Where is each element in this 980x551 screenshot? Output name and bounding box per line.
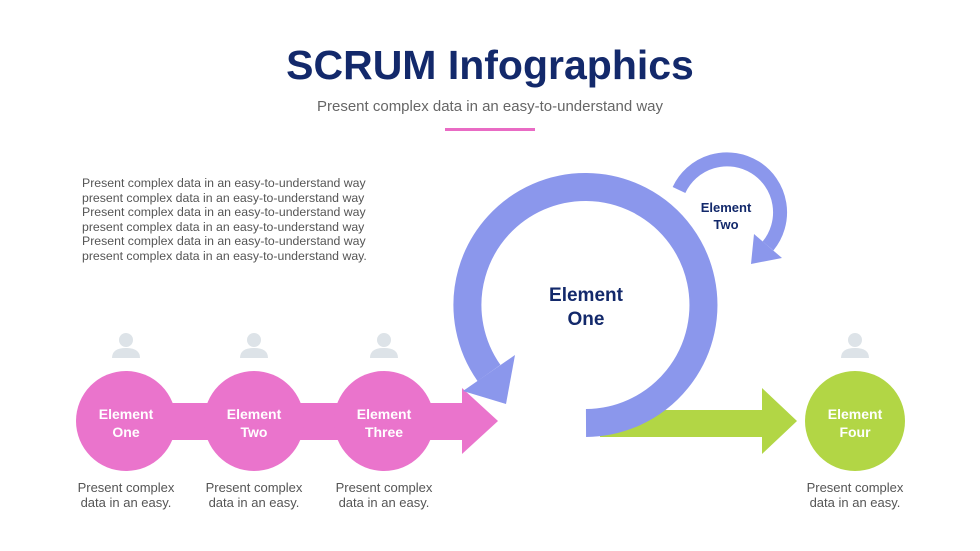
title-underline <box>445 128 535 131</box>
page-title: SCRUM Infographics <box>286 42 694 88</box>
person-icon <box>240 333 268 358</box>
step-circle-two <box>204 371 304 471</box>
step-circle-one <box>76 371 176 471</box>
person-icon <box>841 333 869 358</box>
description-paragraph-1: Present complex data in an easy-to-under… <box>82 176 366 234</box>
daily-cycle-arrow <box>672 152 788 264</box>
pink-process-arrow <box>76 371 498 471</box>
description-text: Present complex data in an easy-to-under… <box>82 176 382 264</box>
person-icon <box>112 333 140 358</box>
page-subtitle: Present complex data in an easy-to-under… <box>316 98 664 115</box>
sprint-cycle-arrow <box>453 173 718 437</box>
step-circle-three <box>334 371 434 471</box>
description-paragraph-2: Present complex data in an easy-to-under… <box>82 234 367 263</box>
person-icon <box>370 333 398 358</box>
step-circle-four <box>805 371 905 471</box>
